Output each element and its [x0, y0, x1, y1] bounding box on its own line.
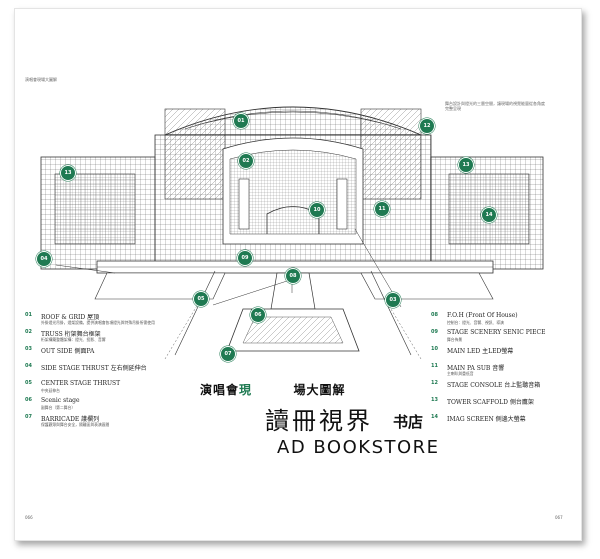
watermark-logo: 讀冊視界 [265, 407, 373, 435]
pa-array-left [238, 178, 250, 230]
pa-array-right [336, 178, 348, 230]
marker-04[interactable]: 04 [36, 251, 52, 267]
marker-06[interactable]: 06 [250, 307, 266, 323]
watermark-name: AD BOOKSTORE [277, 437, 440, 458]
tower-scaffold-left [40, 156, 156, 270]
marker-14[interactable]: 14 [481, 207, 497, 223]
side-thrust-right [360, 272, 494, 300]
title-highlight: 現 [239, 383, 253, 397]
page-title: 演唱會現 場大圖解 [200, 383, 346, 397]
book-spread: 演唱會現場大圖解 舞台設計與燈光的三層空間，讓現場的視覺能量從各角度完整呈現 [14, 8, 582, 541]
roof-grid [164, 106, 422, 136]
running-header-right: 舞台設計與燈光的三層空間，讓現場的視覺能量從各角度完整呈現 [445, 101, 545, 111]
marker-13[interactable]: 13 [458, 157, 474, 173]
marker-13-left[interactable]: 13 [60, 165, 76, 181]
page-number-left: 066 [25, 515, 33, 520]
marker-08[interactable]: 08 [285, 268, 301, 284]
marker-05[interactable]: 05 [193, 291, 209, 307]
marker-12[interactable]: 12 [419, 118, 435, 134]
watermark-book: 书店 [393, 413, 424, 431]
barricade [174, 270, 412, 356]
running-header-left: 演唱會現場大圖解 [25, 77, 57, 82]
marker-03[interactable]: 03 [385, 292, 401, 308]
marker-07[interactable]: 07 [220, 346, 236, 362]
marker-10[interactable]: 10 [309, 202, 325, 218]
marker-11[interactable]: 11 [374, 201, 390, 217]
marker-09[interactable]: 09 [237, 250, 253, 266]
marker-01[interactable]: 01 [233, 113, 249, 129]
marker-02[interactable]: 02 [238, 153, 254, 169]
side-thrust-left [94, 272, 226, 300]
page-number-right: 067 [555, 515, 563, 520]
